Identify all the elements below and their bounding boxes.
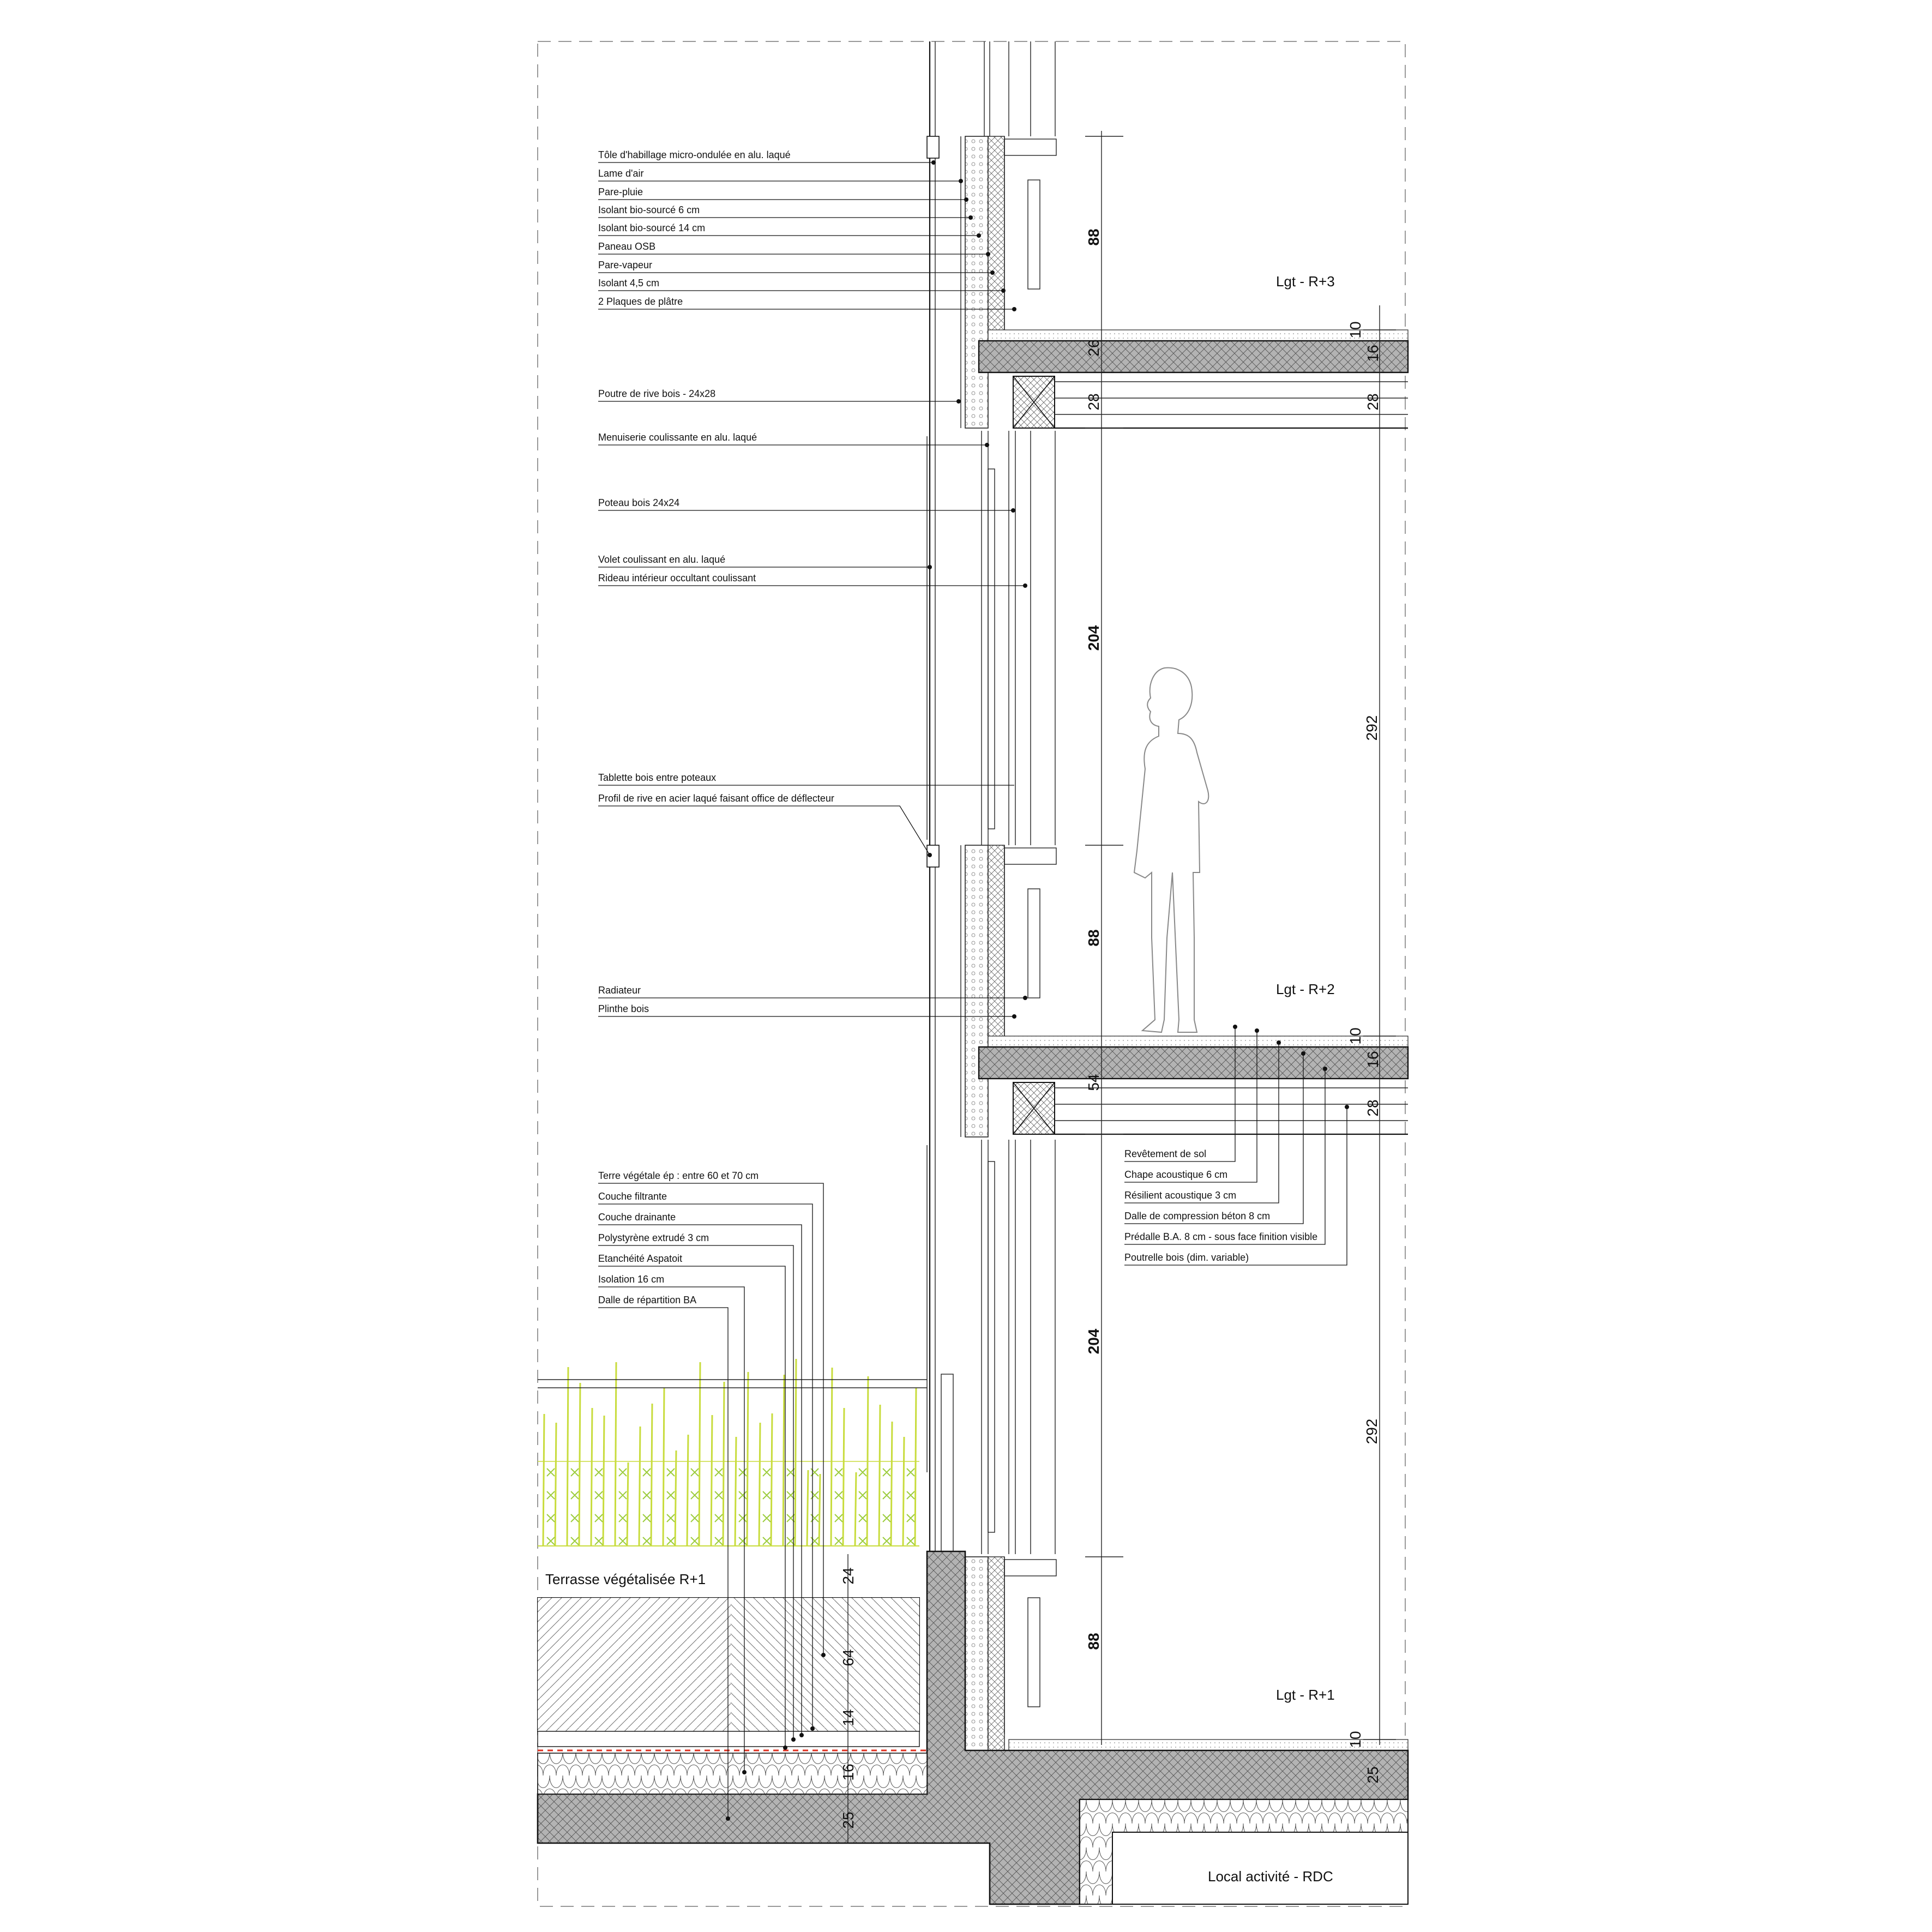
wall-layer-annotations: Tôle d'habillage micro-ondulée en alu. l…: [598, 149, 1016, 311]
dim-slab-r3: 16: [1364, 345, 1381, 362]
label-floor-finish: Revêtement de sol: [1124, 1148, 1206, 1159]
label-timber-post: Poteau bois 24x24: [598, 497, 679, 508]
label-acoustic-screed: Chape acoustique 6 cm: [1124, 1169, 1227, 1180]
label-terrace-slab: Dalle de répartition BA: [598, 1295, 696, 1305]
person-silhouette-icon: [1133, 667, 1209, 1033]
dim-sill-r3: 88: [1085, 228, 1102, 245]
floor-annotations: Revêtement de sol Chape acoustique 6 cm …: [1124, 1025, 1349, 1266]
label-terrace-filter: Couche filtrante: [598, 1191, 667, 1202]
beam-annotation: Poutre de rive bois - 24x28: [598, 388, 961, 404]
label-wall-layer-1: Tôle d'habillage micro-ondulée en alu. l…: [598, 149, 791, 160]
dim-beam-r3-right: 28: [1364, 393, 1381, 410]
label-sliding-shutter: Volet coulissant en alu. laqué: [598, 554, 725, 565]
label-wall-layer-6: Paneau OSB: [598, 241, 655, 252]
wall-panel-r1: [965, 1556, 1057, 1759]
dimension-lines: [847, 131, 1396, 1843]
room-label-terrace: Terrasse végétalisée R+1: [545, 1571, 706, 1587]
label-deflector-profile: Profil de rive en acier laqué faisant of…: [598, 793, 834, 804]
dim-terrace-planting: 24: [840, 1567, 857, 1584]
label-terrace-xps: Polystyrène extrudé 3 cm: [598, 1232, 709, 1243]
dim-slab-r2: 16: [1364, 1051, 1381, 1068]
label-precast-slab: Prédalle B.A. 8 cm - sous face finition …: [1124, 1231, 1317, 1242]
label-timber-shelf: Tablette bois entre poteaux: [598, 772, 716, 783]
slab-r1-concrete: [537, 1550, 1409, 1905]
label-wall-layer-2: Lame d'air: [598, 168, 643, 179]
label-edge-beam: Poutre de rive bois - 24x28: [598, 388, 715, 399]
dim-opening-r3: 204: [1085, 625, 1102, 651]
dim-screed-r1: 10: [1347, 1731, 1364, 1748]
green-terrace: [537, 1358, 928, 1795]
label-wall-layer-5: Isolant bio-sourcé 14 cm: [598, 222, 705, 233]
dim-slab-r2-total: 54: [1085, 1074, 1102, 1091]
label-interior-curtain: Rideau intérieur occultant coulissant: [598, 573, 756, 583]
room-label-rdc: Local activité - RDC: [1208, 1868, 1333, 1885]
label-wall-layer-8: Isolant 4,5 cm: [598, 278, 659, 288]
dim-slab-r3-total: 26: [1085, 339, 1102, 356]
room-label-r3: Lgt - R+3: [1276, 273, 1335, 290]
dim-slab-r1: 25: [1364, 1766, 1381, 1783]
label-radiator: Radiateur: [598, 985, 641, 996]
label-wall-layer-9: 2 Plaques de plâtre: [598, 296, 683, 307]
slab-r3: [978, 329, 1409, 429]
terrace-annotations: Terre végétale ép : entre 60 et 70 cm Co…: [598, 1170, 826, 1821]
label-terrace-drainage: Couche drainante: [598, 1212, 676, 1223]
sliding-window-frames: [941, 41, 1056, 1560]
vegetation: [538, 1358, 919, 1546]
dim-terrace-insulation: 16: [840, 1764, 857, 1780]
dim-sill-r2: 88: [1085, 929, 1102, 946]
dim-opening-r2: 204: [1085, 1328, 1102, 1354]
dimension-labels: 88 204 88 204 88 26 28 10 16 28 292 54 1…: [840, 228, 1381, 1828]
room-label-r2: Lgt - R+2: [1276, 981, 1335, 997]
dim-terrace-drain: 14: [840, 1709, 857, 1726]
label-skirting: Plinthe bois: [598, 1003, 649, 1014]
dim-beam-r3-left: 28: [1085, 393, 1102, 410]
label-sliding-window: Menuiserie coulissante en alu. laqué: [598, 432, 757, 443]
room-labels: Lgt - R+3 Lgt - R+2 Lgt - R+1 Local acti…: [545, 273, 1335, 1885]
dim-terrace-slab: 25: [840, 1811, 857, 1828]
slab-r2: [978, 1036, 1409, 1135]
dim-sill-r1: 88: [1085, 1633, 1102, 1650]
label-acoustic-layer: Résilient acoustique 3 cm: [1124, 1190, 1236, 1201]
dim-storey-r1: 292: [1363, 1419, 1380, 1445]
wall-panel-r2: [926, 845, 1057, 1137]
label-wall-layer-7: Pare-vapeur: [598, 260, 652, 270]
wall-panel-r3: [926, 136, 1057, 429]
label-terrace-waterproofing: Etanchéité Aspatoit: [598, 1253, 682, 1264]
label-terrace-insulation: Isolation 16 cm: [598, 1274, 664, 1285]
dim-terrace-soil: 64: [840, 1649, 857, 1666]
facade: [926, 41, 1057, 1759]
label-wall-layer-3: Pare-pluie: [598, 186, 643, 197]
dim-beam-r2-right: 28: [1364, 1099, 1381, 1116]
label-wall-layer-4: Isolant bio-sourcé 6 cm: [598, 204, 700, 215]
dim-screed-r3: 10: [1347, 321, 1364, 338]
room-label-r1: Lgt - R+1: [1276, 1687, 1335, 1703]
dim-storey-r2: 292: [1363, 715, 1380, 741]
label-timber-joist: Poutrelle bois (dim. variable): [1124, 1252, 1249, 1263]
dim-screed-r2: 10: [1347, 1027, 1364, 1044]
label-terrace-topsoil: Terre végétale ép : entre 60 et 70 cm: [598, 1170, 759, 1181]
interior-annotations: Radiateur Plinthe bois: [598, 985, 1027, 1019]
label-compression-slab: Dalle de compression béton 8 cm: [1124, 1211, 1270, 1221]
frame-annotations: Menuiserie coulissante en alu. laqué Pot…: [598, 432, 1027, 857]
